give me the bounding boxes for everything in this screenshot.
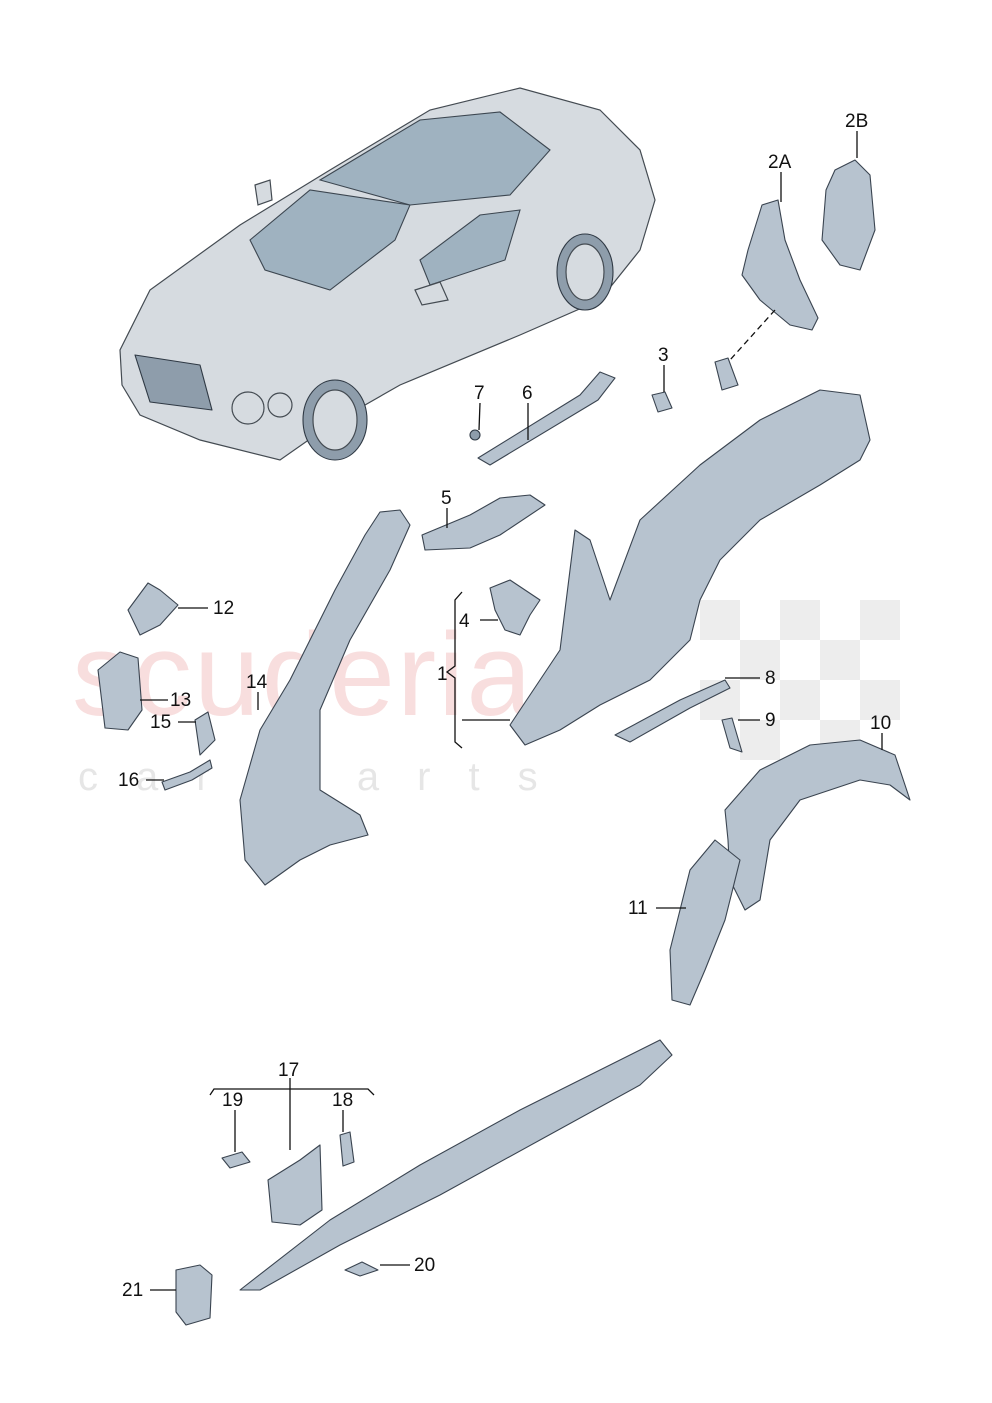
part-11 [669,839,741,1006]
part-3 [651,391,673,413]
callout-6: 6 [522,383,533,404]
leader-2a-dash [729,309,776,361]
watermark-sub: car parts [78,755,576,799]
part-18 [339,1131,355,1167]
part-4 [489,579,541,636]
part-6 [477,371,616,466]
callout-15: 15 [150,712,171,733]
callout-1: 1 [437,664,448,685]
callout-14: 14 [246,672,268,693]
callout-2b: 2B [845,111,868,132]
car-illustration [119,87,656,461]
part-12 [127,582,179,636]
leader-lines [140,131,883,1291]
callout-4: 4 [459,611,470,632]
callout-18: 18 [332,1090,353,1111]
callout-5: 5 [441,488,452,509]
part-8 [614,679,731,743]
callout-2a: 2A [768,152,792,173]
part-20 [344,1261,379,1277]
callout-16: 16 [118,770,139,791]
callout-21: 21 [122,1280,143,1301]
part-15 [194,711,216,756]
part-sill [239,1039,673,1291]
callout-8: 8 [765,668,776,689]
part-2a-bracket [714,357,739,391]
callout-11: 11 [628,898,648,919]
part-10 [724,739,911,911]
part-2b [821,159,876,271]
part-19 [221,1151,251,1169]
callout-19: 19 [222,1090,243,1111]
part-16 [161,759,213,791]
callout-13: 13 [170,690,191,711]
part-13 [97,651,143,731]
callout-20: 20 [414,1255,435,1276]
part-21 [175,1264,213,1326]
part-17 [267,1144,323,1226]
part-1 [509,389,871,746]
part-a-pillar [239,509,411,886]
part-2a [741,199,819,331]
part-7 [469,429,481,441]
callout-17: 17 [278,1060,299,1081]
part-5 [421,494,546,551]
callout-12: 12 [213,598,234,619]
callout-10: 10 [870,713,891,734]
callout-3: 3 [658,345,669,366]
callout-7: 7 [474,383,485,404]
part-9 [721,717,743,753]
callout-9: 9 [765,710,776,731]
